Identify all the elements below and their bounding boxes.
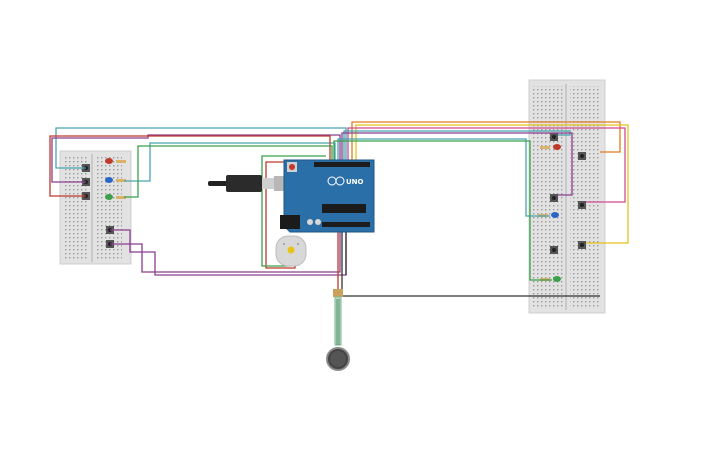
wire-purple (51, 134, 341, 183)
led-green[interactable] (553, 276, 561, 282)
push-button[interactable] (550, 246, 558, 254)
push-button[interactable] (578, 201, 586, 209)
wire-green (124, 145, 333, 198)
push-button[interactable] (550, 133, 558, 141)
resistor (116, 179, 126, 182)
push-button[interactable] (578, 152, 586, 160)
wire-purple (110, 232, 341, 273)
wire-green (333, 140, 552, 281)
wire-orange (351, 121, 621, 160)
wire-purple (341, 132, 573, 196)
wire-purple (110, 229, 347, 276)
arduino-uno[interactable]: UNO (280, 159, 375, 233)
dc-motor[interactable] (275, 235, 307, 267)
resistor (116, 196, 126, 199)
wire-red (49, 135, 331, 197)
wire-yellow (355, 124, 629, 244)
led-red[interactable] (105, 158, 113, 164)
wire-teal (337, 138, 550, 217)
led-blue[interactable] (105, 177, 113, 183)
push-button[interactable] (550, 194, 558, 202)
resistor (116, 160, 126, 163)
resistor (540, 146, 550, 149)
arduino-logo-text: UNO (346, 178, 364, 186)
usb-cable[interactable] (208, 175, 296, 192)
breadboard-left[interactable] (59, 150, 132, 265)
force-sensor[interactable] (326, 289, 350, 371)
push-button[interactable] (578, 241, 586, 249)
led-blue[interactable] (551, 212, 559, 218)
wire-teal (124, 142, 336, 182)
led-red[interactable] (553, 144, 561, 150)
led-green[interactable] (105, 194, 113, 200)
